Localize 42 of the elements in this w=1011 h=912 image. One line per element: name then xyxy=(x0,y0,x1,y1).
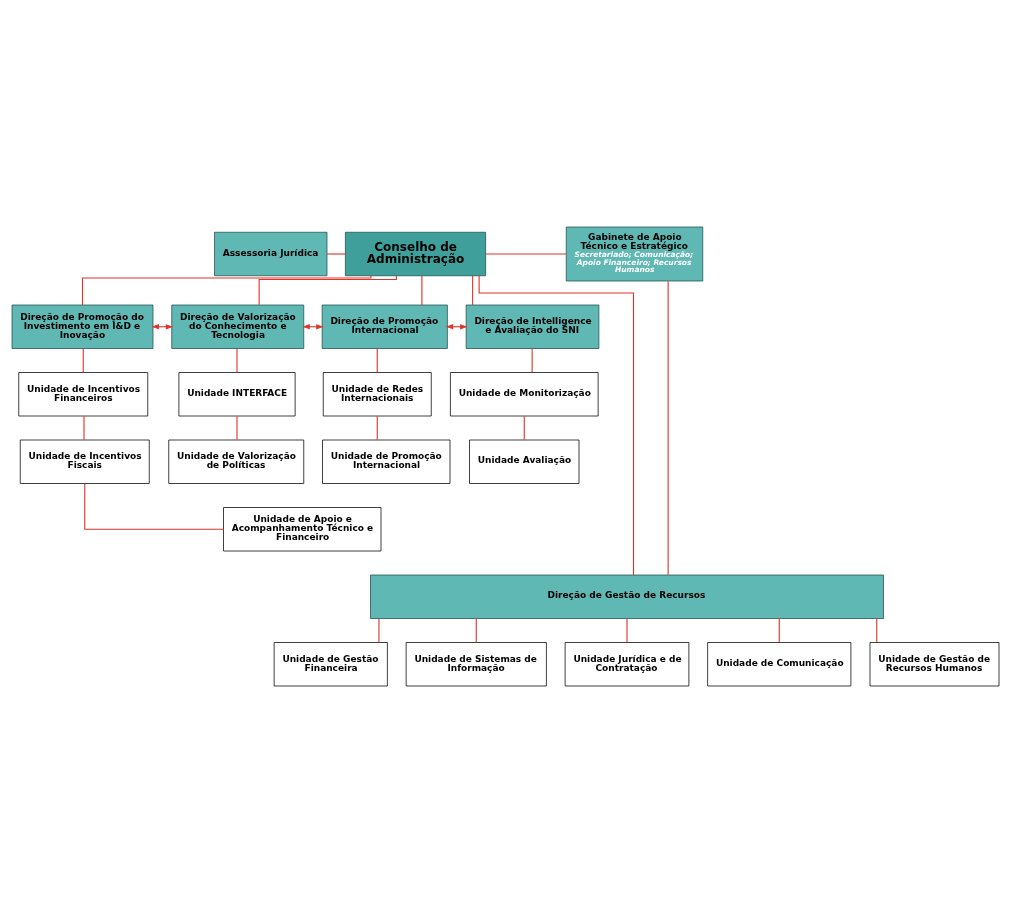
connector xyxy=(258,274,397,305)
connector xyxy=(472,274,474,305)
connector xyxy=(378,617,380,643)
node-box: Unidade de Valorização de Políticas xyxy=(168,439,305,484)
connector xyxy=(475,617,477,643)
node-box: Unidade de Apoio e Acompanhamento Técnico e Financeiro xyxy=(223,506,382,551)
connector xyxy=(82,347,84,373)
node-box: Unidade INTERFACE xyxy=(178,371,296,416)
connector xyxy=(421,274,423,305)
node-box: Direção de Gestão de Recursos xyxy=(370,574,884,619)
connector xyxy=(876,617,878,643)
connector xyxy=(478,274,635,575)
node-box: Direção de Valorização do Conhecimento e Tecnologia xyxy=(171,304,305,349)
node-box: Unidade Jurídica e de Contratação xyxy=(564,641,690,686)
node-box: Unidade de Incentivos Fiscais xyxy=(19,439,150,484)
connector xyxy=(84,482,224,530)
node-box: Assessoria Jurídica xyxy=(214,231,328,276)
node-box: Unidade de Monitorização xyxy=(450,371,599,416)
connector xyxy=(523,415,525,440)
node-box: Conselho de Administração xyxy=(345,231,486,276)
connector xyxy=(667,280,669,575)
connector xyxy=(485,252,567,255)
connector xyxy=(778,617,780,643)
node-box: Unidade de Incentivos Financeiros xyxy=(18,371,149,416)
node-box: Unidade de Gestão de Recursos Humanos xyxy=(869,641,1000,686)
node-box: Direção de Intelligence e Avaliação do SNI xyxy=(465,304,600,349)
node-box: Direção de Promoção Internacional xyxy=(321,304,448,349)
node-box: Unidade de Comunicação xyxy=(707,641,852,686)
node-box: Direção de Promoção do Investimento em I&D e Inovação xyxy=(11,304,154,349)
node-box: Gabinete de Apoio Técnico e Estratégico Secretariado; Comunicação; Apoio Financeiro; Recursos Humanos xyxy=(565,226,704,281)
connector xyxy=(376,347,378,373)
connector xyxy=(376,415,378,440)
connector xyxy=(81,274,372,305)
connector xyxy=(236,415,238,440)
node-box: Unidade de Sistemas de Informação xyxy=(405,641,547,686)
node-box: Unidade de Promoção Internacional xyxy=(322,439,451,484)
connector xyxy=(83,415,85,440)
connector xyxy=(531,347,533,373)
node-box: Unidade Avaliação xyxy=(469,439,580,484)
node-box: Unidade de Redes Internacionais xyxy=(322,371,432,416)
node-box: Unidade de Gestão Financeira xyxy=(273,641,388,686)
connector xyxy=(326,252,346,255)
